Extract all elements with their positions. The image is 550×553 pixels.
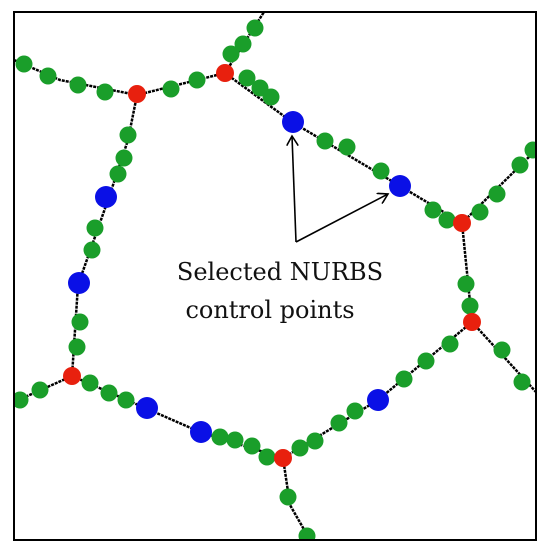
junction-control-point[interactable] [128, 85, 146, 103]
control-point[interactable] [316, 132, 334, 150]
selected-control-point[interactable] [367, 389, 389, 411]
control-point[interactable] [188, 71, 206, 89]
selected-control-point[interactable] [190, 421, 212, 443]
control-point[interactable] [238, 69, 256, 87]
control-point[interactable] [81, 374, 99, 392]
control-point[interactable] [438, 211, 456, 229]
selected-control-point[interactable] [68, 272, 90, 294]
control-point[interactable] [441, 335, 459, 353]
control-point[interactable] [222, 45, 240, 63]
junction-control-point[interactable] [463, 313, 481, 331]
control-point[interactable] [461, 297, 479, 315]
control-point[interactable] [298, 527, 316, 545]
control-point[interactable] [234, 35, 252, 53]
control-point[interactable] [69, 76, 87, 94]
control-point-layer [12, 19, 542, 545]
selected-control-point[interactable] [95, 186, 117, 208]
selected-control-point[interactable] [282, 111, 304, 133]
control-point[interactable] [39, 67, 57, 85]
control-point[interactable] [511, 156, 529, 174]
control-point[interactable] [119, 126, 137, 144]
control-point[interactable] [291, 439, 309, 457]
cell-edge [460, 222, 535, 393]
control-point[interactable] [211, 428, 229, 446]
control-point[interactable] [115, 149, 133, 167]
control-point[interactable] [524, 141, 542, 159]
control-point[interactable] [346, 402, 364, 420]
arrow-to-upper-point [292, 136, 296, 243]
control-point[interactable] [395, 370, 413, 388]
control-point[interactable] [338, 138, 356, 156]
control-point[interactable] [493, 341, 511, 359]
control-point[interactable] [471, 203, 489, 221]
control-point[interactable] [243, 437, 261, 455]
control-point[interactable] [109, 165, 127, 183]
junction-control-point[interactable] [63, 367, 81, 385]
control-point[interactable] [279, 488, 297, 506]
control-point[interactable] [513, 373, 531, 391]
arrow-to-right-point [295, 194, 388, 243]
control-point[interactable] [457, 275, 475, 293]
control-point[interactable] [246, 19, 264, 37]
junction-control-point[interactable] [274, 449, 292, 467]
control-point[interactable] [31, 381, 49, 399]
selected-control-point[interactable] [136, 397, 158, 419]
control-point[interactable] [162, 80, 180, 98]
control-point[interactable] [424, 201, 442, 219]
control-point[interactable] [258, 448, 276, 466]
control-point[interactable] [15, 55, 33, 73]
junction-control-point[interactable] [453, 214, 471, 232]
control-point[interactable] [96, 83, 114, 101]
control-point[interactable] [12, 391, 29, 409]
junction-control-point[interactable] [216, 64, 234, 82]
control-point[interactable] [330, 414, 348, 432]
annotation-line-1: Selected NURBS [177, 258, 383, 286]
control-point[interactable] [83, 241, 101, 259]
selected-control-point[interactable] [389, 175, 411, 197]
control-point[interactable] [117, 391, 135, 409]
control-point[interactable] [86, 219, 104, 237]
control-point[interactable] [417, 352, 435, 370]
annotation-arrows [292, 136, 388, 243]
control-point[interactable] [68, 338, 86, 356]
control-point[interactable] [71, 313, 89, 331]
control-point[interactable] [372, 162, 390, 180]
annotation-line-2: control points [185, 296, 354, 324]
control-point[interactable] [262, 88, 280, 106]
control-point[interactable] [488, 185, 506, 203]
control-point[interactable] [226, 431, 244, 449]
control-point[interactable] [100, 384, 118, 402]
control-point[interactable] [306, 432, 324, 450]
